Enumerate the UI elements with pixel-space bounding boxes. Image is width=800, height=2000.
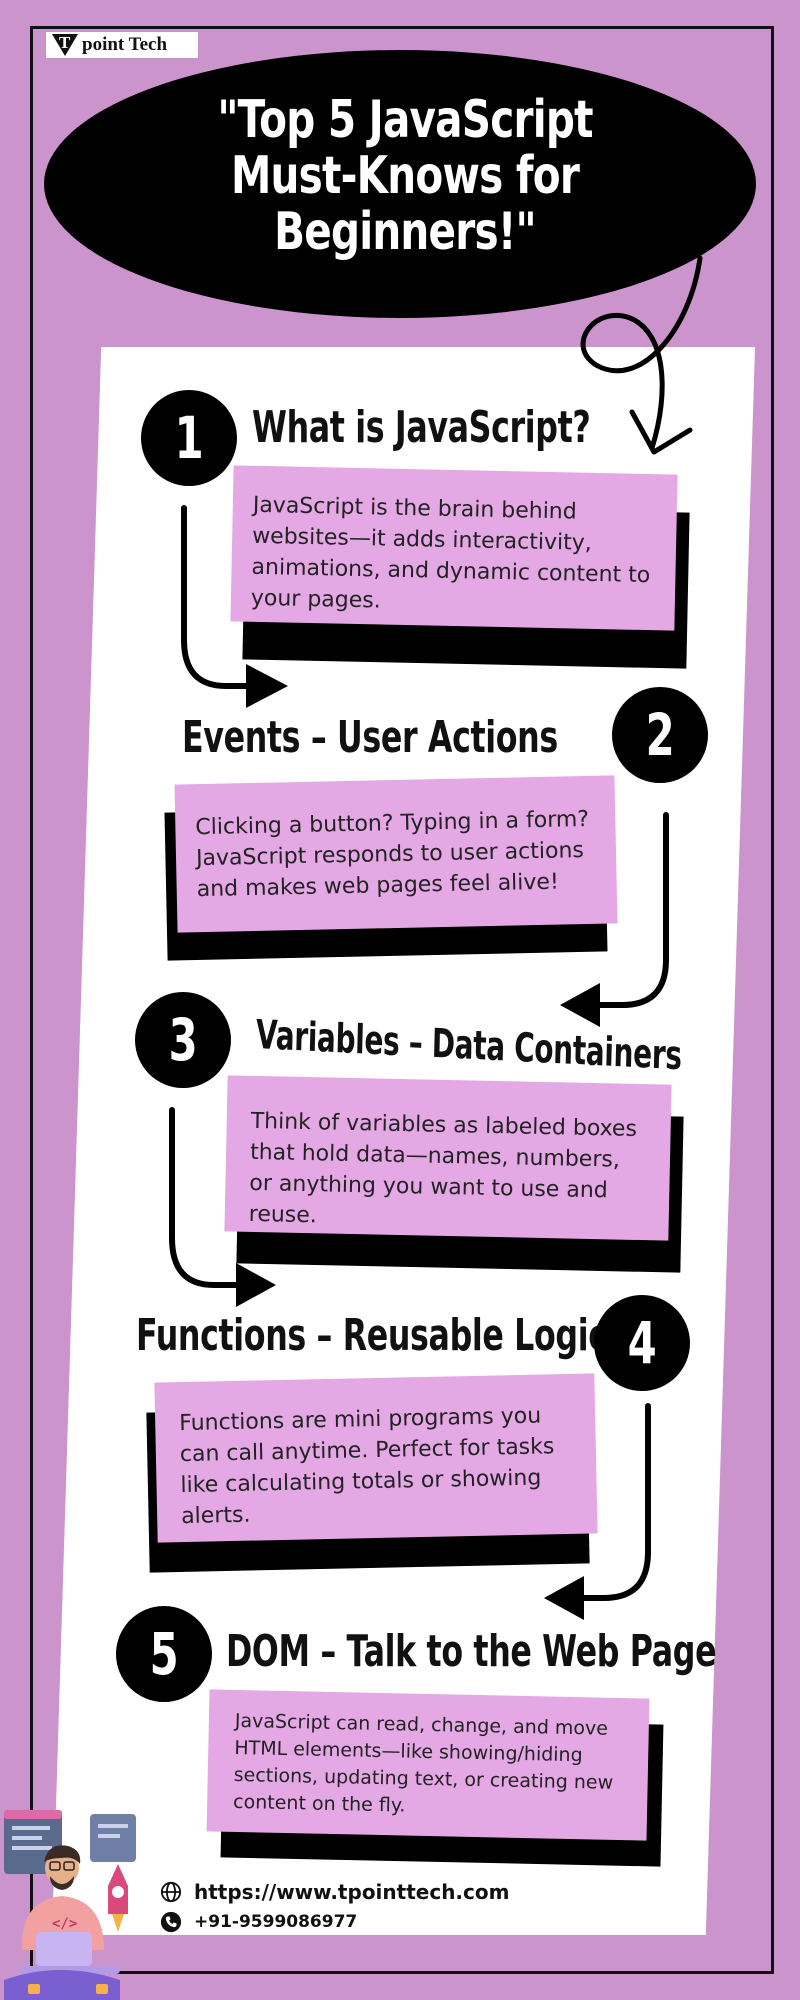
step-card-5: JavaScript can read, change, and move HT… (206, 1689, 650, 1841)
step-heading-2: Events – User Actions (182, 712, 558, 763)
step-text-4: Functions are mini programs you can call… (178, 1403, 555, 1530)
logo-mark: T (52, 33, 78, 56)
website-link[interactable]: https://www.tpointtech.com (194, 1880, 510, 1904)
step-heading-5: DOM – Talk to the Web Page (226, 1626, 717, 1677)
step-text-2: Clicking a button? Typing in a form? Jav… (195, 806, 590, 903)
step-card-1: JavaScript is the brain behind websites—… (230, 465, 678, 631)
page-title: "Top 5 JavaScript Must-Knows for Beginne… (217, 90, 593, 263)
step-card-2: Clicking a button? Typing in a form? Jav… (174, 775, 618, 933)
step-heading-1: What is JavaScript? (252, 402, 591, 453)
step-number-4: 4 (594, 1295, 690, 1391)
step-text-1: JavaScript is the brain behind websites—… (250, 492, 651, 614)
brand-logo[interactable]: T point Tech (46, 32, 198, 58)
page-frame (30, 26, 774, 1974)
logo-text: point Tech (82, 34, 168, 55)
step-text-3: Think of variables as labeled boxes that… (248, 1108, 638, 1229)
laptop-icon (36, 1932, 92, 1966)
globe-icon (160, 1881, 182, 1903)
website-line[interactable]: https://www.tpointtech.com (160, 1880, 509, 1904)
step-number-2: 2 (612, 687, 708, 783)
svg-text:</>: </> (52, 1916, 77, 1932)
step-card-3: Think of variables as labeled boxes that… (224, 1075, 672, 1241)
step-number-3: 3 (135, 992, 231, 1088)
step-number-5: 5 (116, 1606, 212, 1702)
phone-line[interactable]: +91-9599086977 (160, 1911, 357, 1933)
step-text-5: JavaScript can read, change, and move HT… (232, 1709, 614, 1817)
step-heading-4: Functions – Reusable Logic (136, 1310, 607, 1361)
phone-number[interactable]: +91-9599086977 (194, 1912, 358, 1932)
head (45, 1851, 79, 1885)
developer-illustration: </> (4, 1810, 136, 2000)
phone-icon (160, 1911, 182, 1933)
step-card-4: Functions are mini programs you can call… (154, 1373, 598, 1543)
step-number-1: 1 (141, 390, 237, 486)
